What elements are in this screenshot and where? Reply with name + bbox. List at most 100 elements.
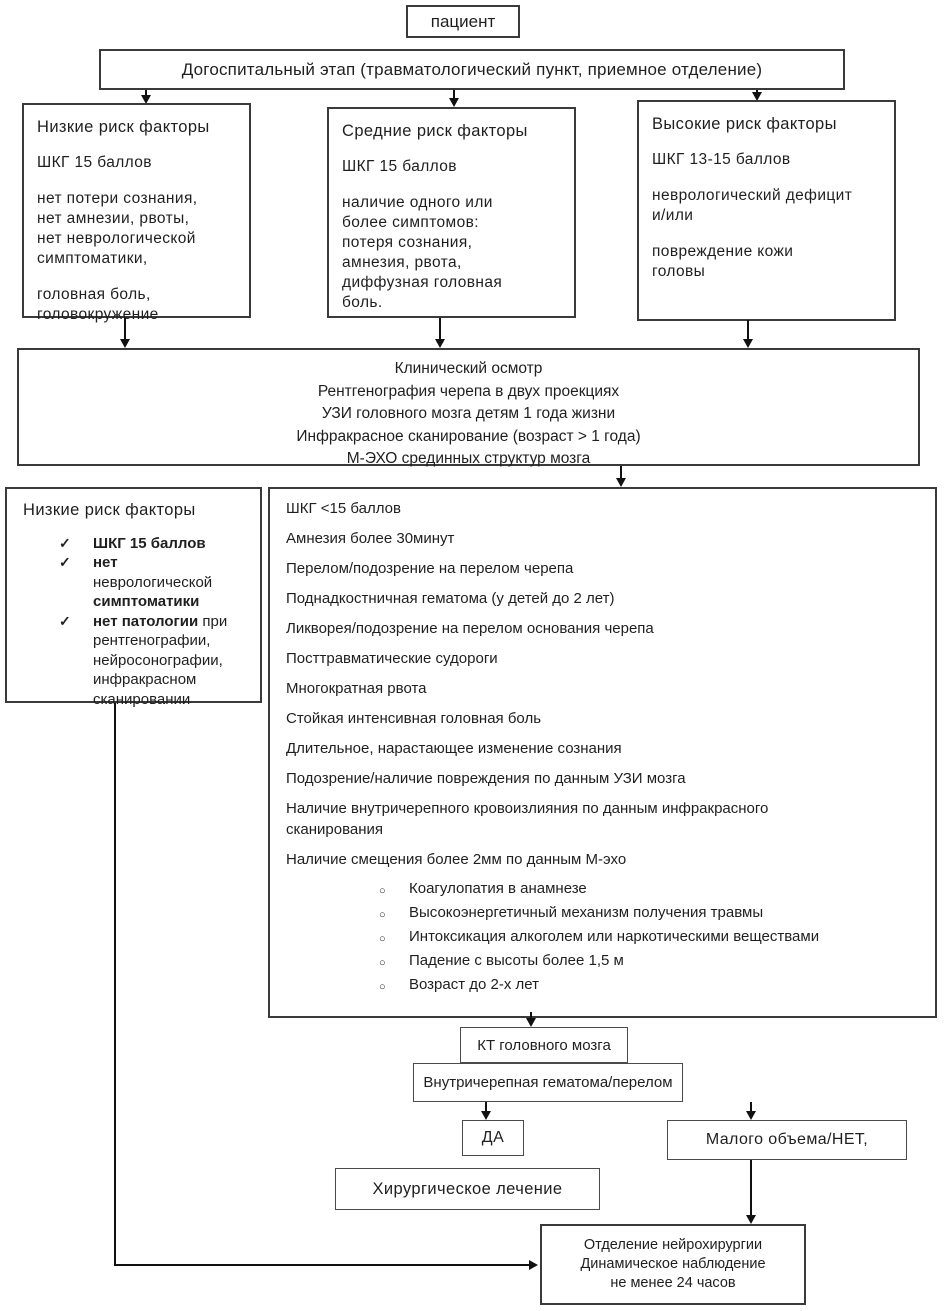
check-icon: ✓ — [59, 534, 71, 551]
text-line: амнезия, рвота, — [342, 254, 462, 271]
arrow-exam-to-criteria — [616, 466, 626, 487]
medium-risk-box: Средние риск факторы ШКГ 15 баллов налич… — [327, 107, 576, 318]
prehospital-stage-box: Догоспитальный этап (травматологический … — [99, 49, 845, 90]
criteria-line: Длительное, нарастающее изменение сознан… — [286, 740, 622, 757]
text-line: повреждение кожи — [652, 243, 794, 260]
sub-list-item: ○ Высокоэнергетичный механизм получения … — [379, 904, 923, 922]
text-line: нет амнезии, рвоты, — [37, 210, 190, 227]
criteria-line: Наличие смещения более 2мм по данным М-э… — [286, 851, 627, 868]
high-risk-criteria-box: ШКГ <15 баллов Амнезия более 30минут Пер… — [268, 487, 937, 1018]
sub-list-item: ○ Интоксикация алкоголем или наркотическ… — [379, 928, 923, 946]
checklist-text: нейросонографии, — [93, 651, 223, 669]
arrowhead-right-icon — [529, 1260, 538, 1270]
surgical-treatment-box: Хирургическое лечение — [335, 1168, 600, 1210]
sub-item-text: Интоксикация алкоголем или наркотическим… — [409, 928, 820, 945]
neuro-line: не менее 24 часов — [610, 1275, 736, 1291]
text-line: наличие одного или — [342, 194, 493, 211]
high-risk-deficit: неврологический дефицит и/или — [652, 186, 882, 226]
text-line: головная боль, — [37, 286, 151, 303]
text-line: более симптомов: — [342, 214, 479, 231]
criteria-line: Многократная рвота — [286, 680, 427, 697]
sub-list-item: ○ Падение с высоты более 1,5 м — [379, 952, 923, 970]
check-icon: ✓ — [59, 612, 71, 629]
circle-bullet-icon: ○ — [379, 957, 386, 969]
circle-bullet-icon: ○ — [379, 981, 386, 993]
criteria-line: Наличие внутричерепного кровоизлияния по… — [286, 800, 769, 817]
arrowhead-down-icon — [449, 98, 459, 107]
low-risk-checklist-box: Низкие риск факторы ✓ ШКГ 15 баллов ✓ не… — [5, 487, 262, 708]
medium-risk-symptoms: наличие одного или более симптомов: поте… — [342, 193, 562, 313]
circle-bullet-icon: ○ — [379, 909, 386, 921]
text-line: неврологический дефицит — [652, 187, 853, 204]
sub-list-item: ○ Возраст до 2-х лет — [379, 976, 923, 994]
checklist-item: ✓ нет патологии при рентгенографии, нейр… — [23, 612, 252, 710]
high-risk-title: Высокие риск факторы — [652, 115, 837, 133]
low-risk-complaints: головная боль, головокружение — [37, 285, 237, 325]
connector-horizontal-line — [114, 1264, 529, 1266]
low-risk-gcs: ШКГ 15 баллов — [37, 154, 152, 171]
text-line: нет неврологической — [37, 230, 196, 247]
exam-line: Рентгенография черепа в двух проекциях — [317, 382, 620, 400]
criteria-line: Посттравматические судороги — [286, 650, 498, 667]
text-line: боль. — [342, 294, 383, 311]
connector-vertical-line — [114, 703, 116, 1265]
high-risk-gcs: ШКГ 13-15 баллов — [652, 151, 791, 168]
criteria-line: Поднадкостничная гематома (у детей до 2 … — [286, 590, 615, 607]
yes-box: ДА — [462, 1120, 524, 1156]
clinical-exam-box: Клинический осмотр Рентгенография черепа… — [17, 348, 920, 467]
checklist-text: ШКГ 15 баллов — [93, 534, 206, 552]
arrow-hematoma-to-small-volume — [746, 1102, 756, 1120]
checklist-text: неврологической — [93, 573, 213, 591]
small-volume-no-box: Малого объема/НЕТ, — [667, 1120, 907, 1160]
checklist-text: при — [202, 612, 228, 630]
criteria-sub-list: ○ Коагулопатия в анамнезе ○ Высокоэнерге… — [286, 880, 923, 994]
arrowhead-down-icon — [526, 1018, 536, 1027]
circle-bullet-icon: ○ — [379, 933, 386, 945]
arrowhead-down-icon — [120, 339, 130, 348]
text-line: головокружение — [37, 306, 159, 323]
criteria-line: Подозрение/наличие повреждения по данным… — [286, 770, 686, 787]
arrowhead-down-icon — [746, 1111, 756, 1120]
arrowhead-down-icon — [746, 1215, 756, 1224]
checklist-item: ✓ нет неврологической симптоматики — [23, 553, 252, 612]
checklist-item: ✓ ШКГ 15 баллов — [23, 534, 252, 554]
intracranial-hematoma-box: Внутричерепная гематома/перелом — [413, 1063, 683, 1102]
arrowhead-down-icon — [616, 478, 626, 487]
neuro-line: Отделение нейрохирургии — [583, 1237, 763, 1253]
low-risk-box: Низкие риск факторы ШКГ 15 баллов нет по… — [22, 103, 251, 323]
criteria-line: Амнезия более 30минут — [286, 530, 455, 547]
patient-box: пациент — [406, 5, 520, 38]
criteria-line: Стойкая интенсивная головная боль — [286, 710, 542, 727]
low-risk-symptoms: нет потери сознания, нет амнезии, рвоты,… — [37, 189, 237, 269]
arrowhead-down-icon — [743, 339, 753, 348]
text-line: симптоматики, — [37, 250, 148, 267]
medium-risk-title: Средние риск факторы — [342, 122, 528, 140]
arrowhead-down-icon — [141, 95, 151, 104]
exam-line: М-ЭХО срединных структур мозга — [346, 450, 591, 467]
circle-bullet-icon: ○ — [379, 885, 386, 897]
exam-line: Инфракрасное сканирование (возраст > 1 г… — [296, 427, 641, 445]
criteria-line: Ликворея/подозрение на перелом основания… — [286, 620, 654, 637]
sub-item-text: Возраст до 2-х лет — [409, 976, 540, 993]
sub-list-item: ○ Коагулопатия в анамнезе — [379, 880, 923, 898]
arrow-low-risk-to-exam — [120, 318, 130, 348]
neurosurgery-observation-box: Отделение нейрохирургии Динамическое наб… — [540, 1224, 806, 1305]
low-risk-title: Низкие риск факторы — [37, 118, 210, 136]
arrow-high-risk-to-exam — [743, 320, 753, 348]
check-icon: ✓ — [59, 554, 71, 570]
checklist-text: симптоматики — [93, 593, 200, 610]
high-risk-scalp: повреждение кожи головы — [652, 242, 882, 282]
criteria-line: Перелом/подозрение на перелом черепа — [286, 560, 574, 577]
text-line: потеря сознания, — [342, 234, 473, 251]
sub-item-text: Падение с высоты более 1,5 м — [409, 952, 624, 969]
arrowhead-down-icon — [752, 92, 762, 101]
medium-risk-gcs: ШКГ 15 баллов — [342, 158, 457, 175]
high-risk-box: Высокие риск факторы ШКГ 13-15 баллов не… — [637, 100, 896, 321]
arrow-hematoma-to-yes — [481, 1102, 491, 1120]
text-line: нет потери сознания, — [37, 190, 198, 207]
text-line: и/или — [652, 207, 694, 224]
text-line: диффузная головная — [342, 274, 503, 291]
arrowhead-down-icon — [435, 339, 445, 348]
ct-brain-box: КТ головного мозга — [460, 1027, 628, 1063]
